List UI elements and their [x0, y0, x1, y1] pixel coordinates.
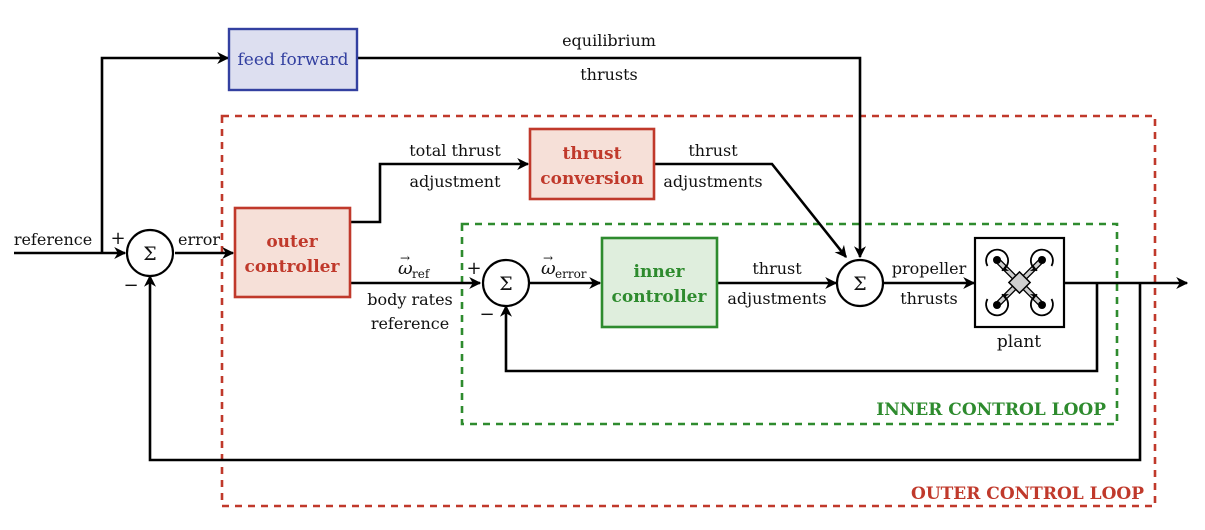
- inner-controller-label-line1: inner: [634, 262, 686, 282]
- inner-controller-block: [600, 236, 719, 329]
- omega-error-subscript: error: [555, 267, 587, 281]
- omega-ref-subscript: ref: [412, 267, 431, 281]
- plant-label: plant: [997, 332, 1041, 352]
- inner-feedback-wire: [500, 283, 1099, 373]
- sigma-outer: Σ: [143, 243, 156, 265]
- feed-forward-block: [227, 27, 359, 92]
- outer-controller-label-line1: outer: [266, 232, 318, 252]
- error-label: error: [178, 230, 220, 249]
- quadrotor-icon: [985, 248, 1054, 317]
- summing-junction-outer: [125, 228, 175, 278]
- thrusts-label: thrusts: [900, 289, 958, 308]
- inner-control-loop-boundary: [460, 222, 1119, 426]
- minus-sign-inner: −: [479, 304, 494, 325]
- svg-text:ω: ω: [398, 258, 413, 279]
- propeller-label: propeller: [892, 259, 967, 278]
- adjustments-a-label: adjustments: [663, 172, 762, 191]
- equilibrium-label: equilibrium: [562, 31, 656, 50]
- svg-text:→: →: [400, 251, 410, 265]
- total-thrust-wire: [350, 158, 530, 224]
- body-rates-label: body rates: [367, 290, 453, 309]
- plus-sign-outer: +: [110, 228, 125, 249]
- plus-sign-inner: +: [466, 258, 481, 279]
- inner-control-loop-label: INNER CONTROL LOOP: [876, 400, 1106, 420]
- outer-control-loop-boundary: [220, 114, 1157, 508]
- omega-ref-label: ω → ref: [398, 251, 431, 281]
- svg-text:→: →: [543, 251, 553, 265]
- outer-controller-block: [233, 206, 352, 299]
- equilibrium-thrusts-wire: [357, 56, 866, 259]
- total-thrust-label: total thrust: [409, 141, 501, 160]
- sigma-thrust: Σ: [853, 273, 866, 295]
- feedforward-branch-wire: [100, 52, 230, 253]
- summing-junction-thrust: [835, 258, 885, 308]
- summing-junction-inner: [481, 258, 531, 308]
- thrust-b-label: thrust: [752, 259, 802, 278]
- thrust-adjustments-diagonal-wire: [654, 162, 848, 258]
- adjustments-b-label: adjustments: [727, 289, 826, 308]
- thrust-conversion-block: [528, 127, 656, 201]
- inner-controller-label-line2: controller: [612, 287, 708, 307]
- minus-sign-outer: −: [123, 275, 138, 296]
- thrust-a-label: thrust: [688, 141, 738, 160]
- omega-error-label: ω → error: [541, 251, 587, 281]
- adjustment-label: adjustment: [409, 172, 501, 191]
- thrust-conversion-label-line1: thrust: [563, 144, 622, 164]
- thrust-conversion-label-line2: conversion: [540, 169, 643, 189]
- sigma-inner: Σ: [499, 273, 512, 295]
- reference-label: reference: [14, 230, 92, 249]
- reference2-label: reference: [371, 314, 449, 333]
- svg-text:ω: ω: [541, 258, 556, 279]
- outer-controller-label-line2: controller: [245, 257, 341, 277]
- thrusts-top-label: thrusts: [580, 65, 638, 84]
- feed-forward-label: feed forward: [237, 50, 348, 70]
- outer-feedback-wire: [144, 274, 1142, 462]
- outer-control-loop-label: OUTER CONTROL LOOP: [911, 484, 1144, 504]
